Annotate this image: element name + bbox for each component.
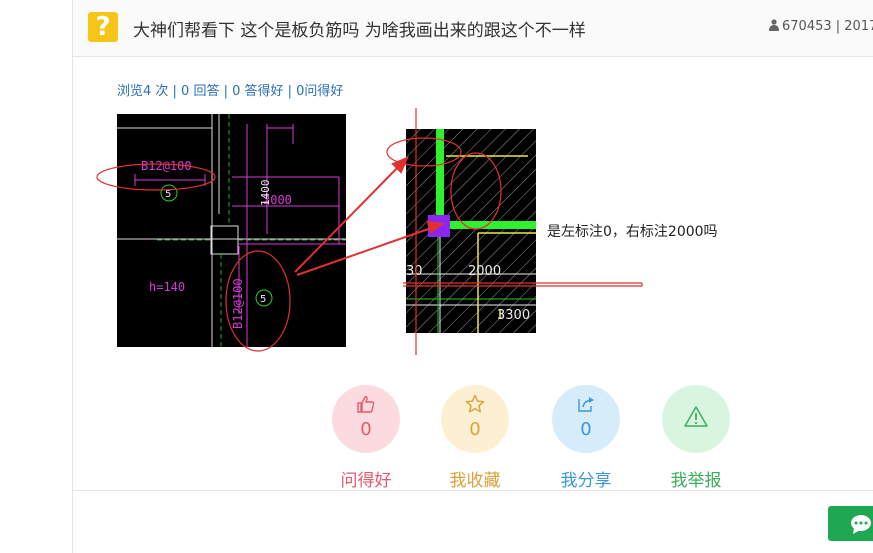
cad-drawing-image-1[interactable]: B12@100 2000 h=140 B12@100 1400 5 5 [117, 114, 346, 347]
report-circle[interactable] [662, 385, 730, 453]
favorite-count: 0 [469, 419, 481, 440]
comment-button[interactable] [828, 506, 873, 541]
annotation-question: 是左标注0，右标注2000吗 [547, 224, 718, 240]
report-button[interactable]: 我举报 [656, 385, 736, 491]
favorite-button[interactable]: 0 我收藏 [435, 385, 515, 491]
cad2-dim-mid: 2000 [468, 264, 501, 279]
cad1-slab-label: h=140 [149, 280, 185, 294]
post-date: | 2017 [831, 19, 873, 34]
share-circle[interactable]: 0 [552, 385, 620, 453]
favorite-label: 我收藏 [449, 471, 501, 491]
cad2-dim-left: 30 [406, 264, 423, 279]
share-icon [578, 397, 594, 412]
share-count: 0 [580, 419, 592, 440]
left-border [72, 0, 73, 553]
cad1-marker-top-num: 5 [165, 189, 171, 200]
question-header: ? 大神们帮看下 这个是板负筋吗 为啥我画出来的跟这个不一样 670453 | … [73, 0, 873, 57]
like-count: 0 [360, 419, 372, 440]
cad1-dim-rotated: 1400 [259, 180, 272, 207]
question-meta: 670453 | 2017 [769, 19, 873, 34]
star-icon [465, 394, 485, 413]
chat-bubble-icon [851, 515, 871, 534]
favorite-circle[interactable]: 0 [441, 385, 509, 453]
section-divider [73, 490, 873, 491]
question-title: 大神们帮看下 这个是板负筋吗 为啥我画出来的跟这个不一样 [133, 21, 586, 41]
share-button[interactable]: 0 我分享 [546, 385, 626, 491]
warning-icon [684, 406, 708, 427]
thumbs-up-icon [357, 396, 375, 413]
question-stats: 浏览4 次 | 0 回答 | 0 答得好 | 0问得好 [117, 84, 344, 99]
report-label: 我举报 [670, 471, 722, 491]
like-circle[interactable]: 0 [332, 385, 400, 453]
user-id[interactable]: 670453 [782, 19, 832, 34]
user-icon [769, 19, 779, 31]
share-label: 我分享 [560, 471, 612, 491]
like-label: 问得好 [340, 471, 392, 491]
like-question-button[interactable]: 0 问得好 [326, 385, 406, 491]
question-mark-icon: ? [88, 12, 118, 42]
cad1-label-bottom: B12@100 [231, 278, 245, 329]
cad1-label-top: B12@100 [141, 159, 192, 173]
cad1-dim-label: 2000 [263, 193, 292, 207]
cad1-marker-bottom-num: 5 [260, 294, 266, 305]
cad2-dim-bottom: 3300 [497, 308, 530, 323]
cad-drawing-image-2[interactable]: 30 2000 3300 [406, 129, 536, 333]
